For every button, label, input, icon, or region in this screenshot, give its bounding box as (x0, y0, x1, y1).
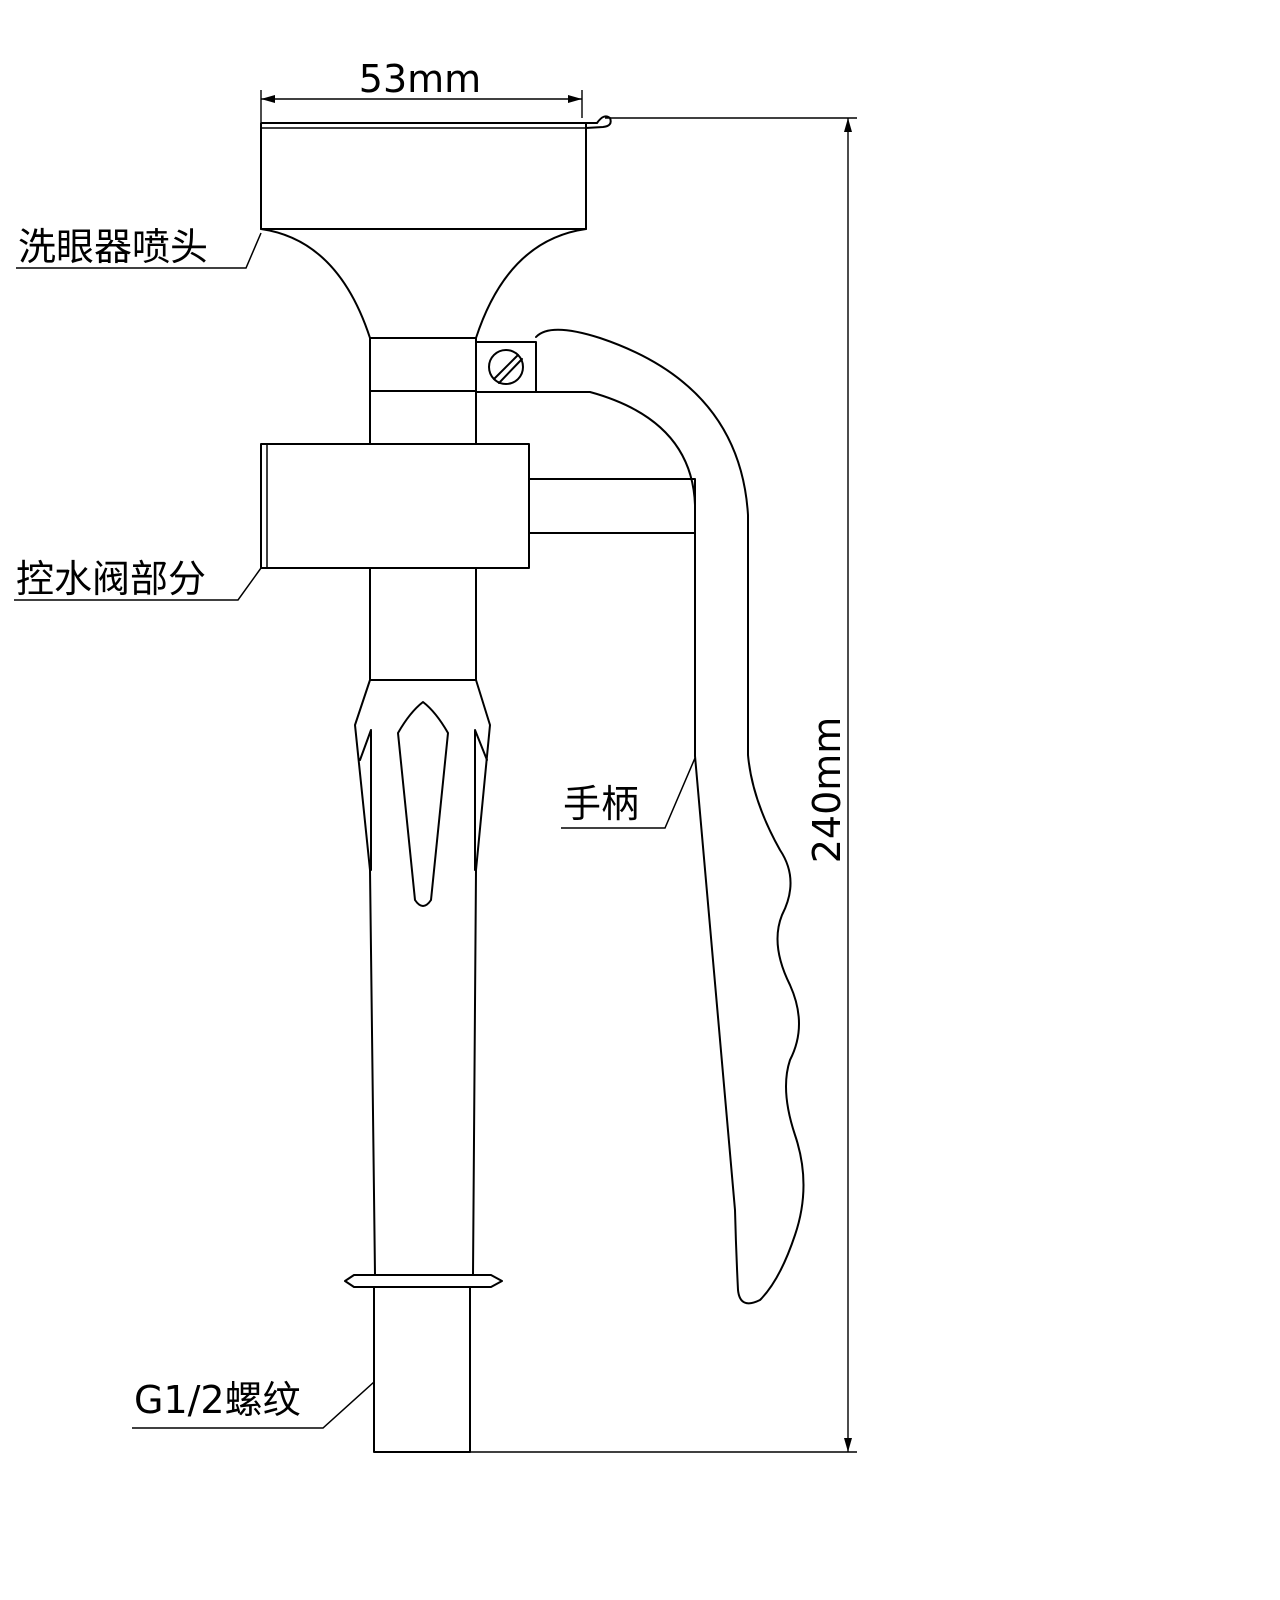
nozzle-cover-hinge (585, 115, 612, 129)
callout-nozzle: 洗眼器喷头 (16, 225, 262, 269)
hex-flange (344, 1274, 503, 1288)
callout-thread-leader (132, 1381, 375, 1429)
nozzle-funnel-right (475, 228, 587, 339)
callout-handle-leader (561, 757, 696, 829)
pivot-screw-slot (493, 354, 519, 380)
upper-body (369, 337, 477, 445)
handle-outline (535, 328, 805, 1305)
pivot-bracket (475, 341, 537, 393)
width-arrow-left (261, 95, 275, 103)
thread-pipe (373, 1286, 471, 1453)
callout-nozzle-label: 洗眼器喷头 (18, 225, 208, 269)
pivot-screw-icon (488, 349, 524, 385)
valve-body (260, 443, 530, 569)
callout-handle: 手柄 (561, 757, 696, 829)
callout-handle-label: 手柄 (563, 782, 639, 826)
callout-valve: 控水阀部分 (14, 557, 262, 601)
height-arrow-bottom (844, 1438, 852, 1452)
height-arrow-top (844, 118, 852, 132)
callout-nozzle-leader (16, 232, 262, 269)
width-dimension: 53mm (260, 57, 583, 122)
flute-left-outer (359, 729, 372, 761)
callout-thread: G1/2螺纹 (132, 1378, 375, 1429)
pivot-screw-slot-2 (498, 358, 523, 384)
tapered-body (354, 679, 491, 1276)
thread-connector (344, 1274, 503, 1453)
valve-section (260, 443, 696, 569)
nozzle-cap (260, 122, 587, 230)
center-flute (397, 701, 449, 907)
lower-body (354, 443, 491, 1276)
handle-lever (535, 328, 805, 1305)
callout-valve-label: 控水阀部分 (16, 557, 206, 601)
handle-pivot (475, 341, 537, 393)
height-dimension: 240mm (470, 117, 857, 1453)
flute-right-outer (474, 729, 488, 761)
callout-valve-leader (14, 567, 262, 601)
height-dimension-label: 240mm (805, 717, 849, 864)
width-dimension-label: 53mm (359, 57, 481, 101)
callout-thread-label: G1/2螺纹 (134, 1378, 301, 1422)
valve-stem (528, 478, 696, 534)
nozzle-funnel-left (260, 228, 371, 339)
nozzle-head (260, 115, 612, 339)
width-arrow-right (568, 95, 582, 103)
